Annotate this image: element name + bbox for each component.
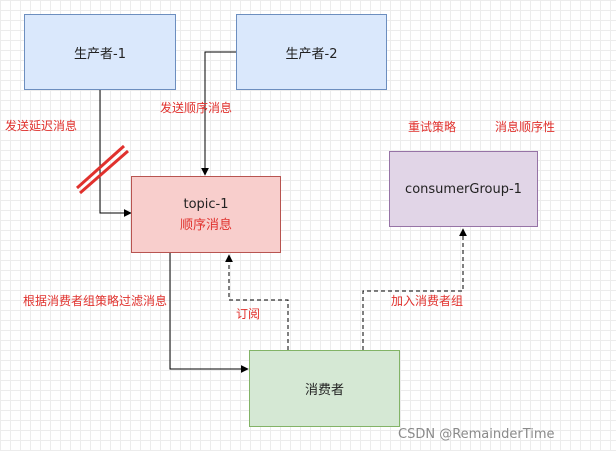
label-message-order: 消息顺序性 [495,120,556,134]
node-consumer-group[interactable]: consumerGroup-1 [389,151,538,227]
edge-topic-to-consumer [169,253,249,373]
node-producer-2[interactable]: 生产者-2 [236,14,387,90]
node-topic-title: topic-1 [183,196,229,212]
blocked-cross-icon [76,144,129,195]
edge-producer1-to-topic [99,88,132,217]
edge-consumer-subscribe-topic [225,254,289,350]
label-retry-strategy: 重试策略 [408,120,457,134]
node-producer-1-label: 生产者-1 [74,46,126,62]
label-subscribe: 订阅 [236,307,261,321]
node-topic[interactable]: topic-1 顺序消息 [131,176,281,253]
node-consumer-group-label: consumerGroup-1 [405,181,522,197]
node-producer-2-label: 生产者-2 [285,46,338,62]
label-join-group: 加入消费者组 [391,294,464,308]
watermark: CSDN @RemainderTime [398,427,555,442]
edge-consumer-join-group [362,228,467,350]
node-consumer[interactable]: 消费者 [249,350,400,427]
node-topic-subtitle: 顺序消息 [179,217,232,233]
node-producer-1[interactable]: 生产者-1 [24,14,176,90]
label-send-ordered: 发送顺序消息 [160,101,233,115]
label-send-delay: 发送延迟消息 [5,119,78,133]
label-filter-by-group: 根据消费者组策略过滤消息 [23,294,168,308]
edge-producer2-to-topic [201,51,236,176]
node-consumer-label: 消费者 [304,383,344,398]
